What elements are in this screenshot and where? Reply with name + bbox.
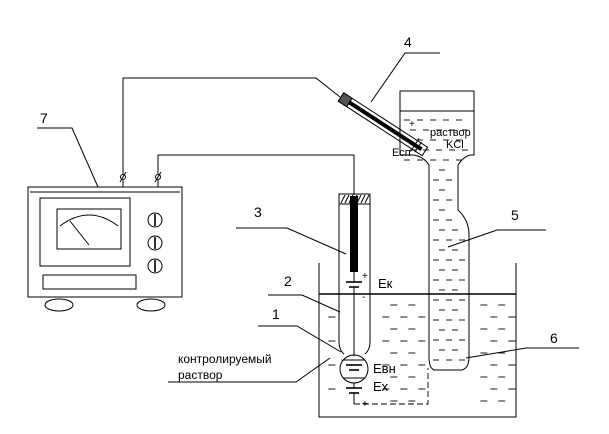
terminal-right-icon [155,174,161,180]
internal-electrode-rod [350,196,358,272]
label-3: 3 [254,204,262,220]
salt-bridge-vessel [399,90,475,371]
label-ex: Ех [373,379,389,394]
sign-ref-plus: + [409,119,415,130]
label-evn: Евн [373,361,396,376]
meter-window [56,208,122,250]
leader-1 [258,325,342,353]
callout-leaders [37,52,579,383]
label-5: 5 [511,207,519,223]
instrument-foot-left [44,298,74,312]
leader-6 [465,347,579,359]
leader-5 [447,229,546,248]
meter-frame [39,197,131,267]
instrument-display-slot [42,274,137,290]
label-2: 2 [284,273,292,289]
sign-ek-minus: - [362,292,365,303]
wires [122,77,355,195]
leader-7 [37,127,99,188]
label-1: 1 [272,306,280,322]
test-solution-line2: раствор [178,368,223,382]
reference-electrode [337,92,429,157]
leader-2 [268,294,341,313]
terminal-left-icon [120,174,126,180]
beaker-walls [318,263,517,418]
leader-test-solution [168,357,331,383]
meter-needle [69,220,90,246]
text-labels: 4 7 3 2 1 5 6 Ек Евн Ех Есп раствор KCl … [40,34,558,410]
leader-4 [370,52,440,103]
label-4: 4 [404,34,412,50]
sign-ref-minus: - [403,133,406,144]
label-ek: Ек [378,276,393,291]
sign-ek-plus: + [362,271,368,282]
wire-to-glass-electrode [157,154,355,195]
measuring-instrument [27,171,183,312]
test-solution-line1: контролируемый [178,352,272,366]
kcl-solution-line1: раствор [430,127,471,139]
label-6: 6 [550,330,558,346]
label-7: 7 [40,110,48,126]
ionic-path-to-bridge [354,368,429,405]
wire-to-reference-electrode [122,77,341,174]
sign-evn-minus: - [341,355,344,366]
leader-3 [236,227,347,255]
control-knob-3[interactable] [147,258,163,274]
sign-ex-plus: + [362,399,368,410]
glass-electrode [338,193,429,405]
beaker [318,263,517,418]
kcl-solution-line2: KCl [446,139,464,151]
instrument-foot-right [136,298,166,312]
control-knob-1[interactable] [147,212,163,228]
label-escp: Есп [392,147,411,159]
kcl-liquid-hatching [404,119,468,361]
beaker-liquid-hatching [328,304,516,402]
control-knob-2[interactable] [147,235,163,251]
instrument-body [27,186,183,298]
bridge-vessel-outline [399,90,475,371]
meter-scale-arc [59,214,119,227]
